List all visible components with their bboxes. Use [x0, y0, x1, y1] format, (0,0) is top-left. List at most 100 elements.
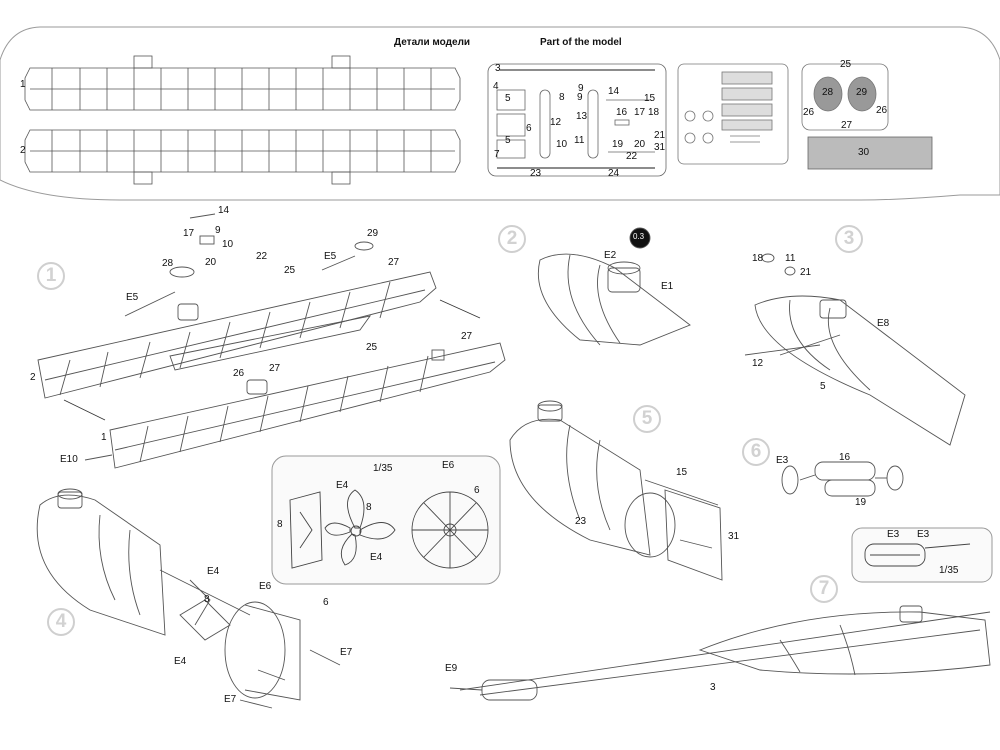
resin-parts-drawing — [801, 63, 933, 170]
detail-propeller-drawing — [289, 489, 489, 569]
sprue-label: 12 — [550, 117, 562, 128]
header-title-en: Part of the model — [540, 37, 622, 48]
detail2-scale: 1/35 — [939, 565, 959, 576]
callout: E4 — [336, 480, 349, 491]
callout: 15 — [676, 467, 688, 478]
step6-drawing — [781, 461, 904, 497]
callout: 12 — [752, 358, 764, 369]
resin-label: 28 — [822, 87, 834, 98]
callout: E5 — [126, 292, 139, 303]
callout: 28 — [162, 258, 174, 269]
callout: 21 — [800, 267, 812, 278]
step-number: 4 — [47, 608, 75, 636]
step-number: 1 — [37, 262, 65, 290]
sprue-label: 22 — [626, 151, 638, 162]
step-number: 7 — [810, 575, 838, 603]
callout: 9 — [215, 225, 221, 236]
sprue-label: 15 — [644, 93, 656, 104]
sprue-label: 2 — [20, 145, 26, 156]
callout: 2 — [30, 372, 36, 383]
sprue-label: 31 — [654, 142, 666, 153]
callout: E6 — [442, 460, 455, 471]
callout: E4 — [207, 566, 220, 577]
sprue-label: 6 — [526, 123, 532, 134]
callout: E4 — [174, 656, 187, 667]
callout: 1 — [101, 432, 107, 443]
hull-half-1-drawing — [24, 55, 461, 111]
step1-arrow-right — [439, 299, 481, 319]
step4-drawing — [36, 488, 341, 709]
detail-scale: 1/35 — [373, 463, 393, 474]
callout: E8 — [877, 318, 890, 329]
callout: 20 — [205, 257, 217, 268]
resin-label: 26 — [876, 105, 888, 116]
callout: E6 — [259, 581, 272, 592]
callout: E3 — [917, 529, 930, 540]
callout: 8 — [277, 519, 283, 530]
step5-drawing — [509, 400, 723, 581]
callout: E4 — [370, 552, 383, 563]
sprue-frame-drawing — [487, 63, 667, 177]
sprue-label: 11 — [574, 135, 585, 146]
detail-box-2 — [851, 527, 993, 583]
parts-panel — [0, 26, 1000, 201]
resin-label: 25 — [840, 59, 852, 70]
sprue-label: 16 — [616, 107, 628, 118]
resin-label: 26 — [803, 107, 815, 118]
callout: E3 — [776, 455, 789, 466]
resin-label: 27 — [841, 120, 853, 131]
step7-drawing — [449, 605, 991, 701]
callout: 14 — [218, 205, 230, 216]
sprue-label: 7 — [494, 149, 500, 160]
sprue-label: 24 — [608, 168, 620, 179]
detail-box — [271, 455, 501, 585]
callout: 23 — [575, 516, 587, 527]
callout: 6 — [474, 485, 480, 496]
callout: 26 — [233, 368, 245, 379]
sprue-label: 23 — [530, 168, 542, 179]
step1-hull-lower-drawing — [84, 342, 506, 469]
step-number: 6 — [742, 438, 770, 466]
sprue-label: 19 — [612, 139, 624, 150]
callout: 27 — [461, 331, 473, 342]
callout: E7 — [340, 647, 353, 658]
callout: E5 — [324, 251, 337, 262]
callout: 17 — [183, 228, 195, 239]
sprue-label: 1 — [20, 79, 26, 90]
step2-drawing — [537, 227, 691, 346]
sprue-label: 3 — [495, 63, 501, 74]
resin-label: 29 — [856, 87, 868, 98]
callout: 25 — [366, 342, 378, 353]
hull-half-2-drawing — [24, 129, 461, 185]
sprue-label: 4 — [493, 81, 499, 92]
callout: 6 — [323, 597, 329, 608]
callout: E10 — [60, 454, 78, 465]
sprue-label: 17 — [634, 107, 646, 118]
callout: 31 — [728, 531, 740, 542]
callout: 8 — [204, 594, 210, 605]
detail2-drawing — [864, 543, 971, 567]
base-label: 30 — [858, 147, 870, 158]
photoetch-fret-drawing — [677, 63, 789, 165]
step-number: 5 — [633, 405, 661, 433]
callout: E3 — [887, 529, 900, 540]
callout: E9 — [445, 663, 458, 674]
step-number: 2 — [498, 225, 526, 253]
callout: 19 — [855, 497, 867, 508]
callout: 27 — [388, 257, 400, 268]
header-title-ru: Детали модели — [394, 37, 471, 48]
callout: E7 — [224, 694, 237, 705]
callout: 11 — [785, 253, 796, 264]
step1-hull-upper-drawing — [37, 213, 437, 399]
callout: E2 — [604, 250, 617, 261]
callout: 27 — [269, 363, 281, 374]
sprue-label: 18 — [648, 107, 660, 118]
sprue-label: 21 — [654, 130, 666, 141]
sprue-label: 9 — [578, 83, 584, 94]
step1-arrow-left — [63, 399, 106, 421]
callout: 5 — [820, 381, 826, 392]
step3-drawing — [744, 253, 966, 446]
callout: 16 — [839, 452, 851, 463]
